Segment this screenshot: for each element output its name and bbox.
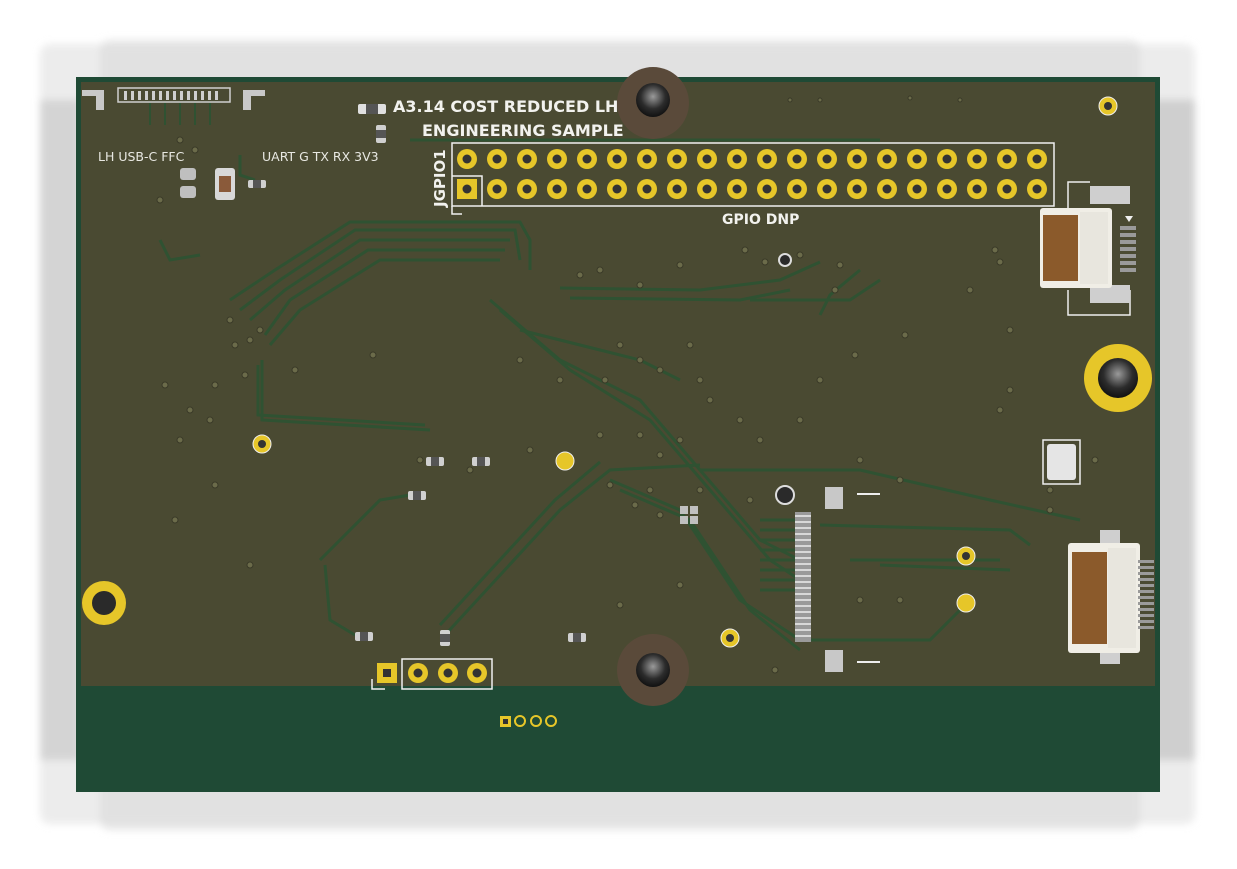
gpio-pin-hole [852, 184, 862, 194]
gpio-header-pins [457, 149, 1047, 199]
gpio-pin-hole [792, 154, 802, 164]
push-button [1042, 439, 1081, 485]
gpio-pin-hole [972, 154, 982, 164]
gpio-pin-hole [522, 184, 532, 194]
gpio-pin-hole [582, 184, 592, 194]
gpio-header-outline [451, 142, 1055, 215]
edge-test-pads [500, 715, 557, 727]
gpio-pin-hole [882, 154, 892, 164]
mounting-hole-bottom [617, 634, 689, 706]
gpio-pin-hole [642, 154, 652, 164]
gpio-pin-hole [912, 154, 922, 164]
gpio-pin-hole [462, 154, 472, 164]
vias [156, 95, 1099, 674]
gpio-pin-hole [612, 154, 622, 164]
gpio-pin-hole [582, 154, 592, 164]
gpio-pin-hole [1032, 184, 1042, 194]
gpio-pin-hole [882, 184, 892, 194]
gpio-pin-hole [792, 184, 802, 194]
mounting-hole-left [82, 581, 126, 625]
mounting-hole-top [617, 67, 689, 139]
gpio-pin-hole [852, 154, 862, 164]
fiducial-mark [775, 485, 795, 505]
gpio-pin-hole [822, 154, 832, 164]
gpio-pin-hole [1002, 184, 1012, 194]
gpio-pin-hole [612, 184, 622, 194]
board-title-line1: A3.14 COST REDUCED LH [393, 97, 618, 116]
gpio-pin-hole [702, 154, 712, 164]
gpio-pin-hole [552, 184, 562, 194]
gpio-pin-hole [1032, 154, 1042, 164]
gpio-pin-hole [762, 154, 772, 164]
gpio-pin-hole [1002, 154, 1012, 164]
gpio-pin-hole [552, 154, 562, 164]
gpio-pin-hole [462, 184, 472, 194]
gpio-pin-hole [732, 184, 742, 194]
gpio-pin-hole [642, 184, 652, 194]
ffc-connector-top-right [1040, 181, 1136, 316]
usb-c-ffc-connector [82, 87, 265, 125]
mounting-hole-right [1084, 344, 1152, 412]
gpio-refdes-label: JGPIO1 [431, 149, 449, 208]
gpio-pin-hole [942, 154, 952, 164]
pcb-edge-strip [81, 686, 1155, 787]
pcb-solder-mask [81, 82, 1155, 686]
gpio-dnp-label: GPIO DNP [722, 212, 799, 228]
gpio-pin-hole [522, 154, 532, 164]
copper-traces [158, 138, 1081, 652]
test-points [252, 96, 1118, 648]
gpio-pin-hole [912, 184, 922, 194]
fpc-connector-pins [795, 515, 811, 637]
ffc-connector-bottom-right [1068, 530, 1154, 664]
uart-header [371, 658, 493, 690]
uart-pinout-label: UART G TX RX 3V3 [262, 149, 379, 164]
gpio-pin-hole [972, 184, 982, 194]
gpio-pin-hole [942, 184, 952, 194]
smd-components [180, 104, 880, 672]
fiducial-mark-top [778, 253, 792, 267]
gpio-pin-hole [492, 154, 502, 164]
gpio-pin-hole [732, 154, 742, 164]
gpio-pin-hole [672, 184, 682, 194]
gpio-pin-hole [672, 154, 682, 164]
gpio-pin-hole [762, 184, 772, 194]
usb-c-ffc-label: LH USB-C FFC [98, 149, 185, 164]
gpio-pin-hole [702, 184, 712, 194]
gpio-pin-hole [822, 184, 832, 194]
board-title-line2: ENGINEERING SAMPLE [422, 121, 624, 140]
gpio-pin-hole [492, 184, 502, 194]
